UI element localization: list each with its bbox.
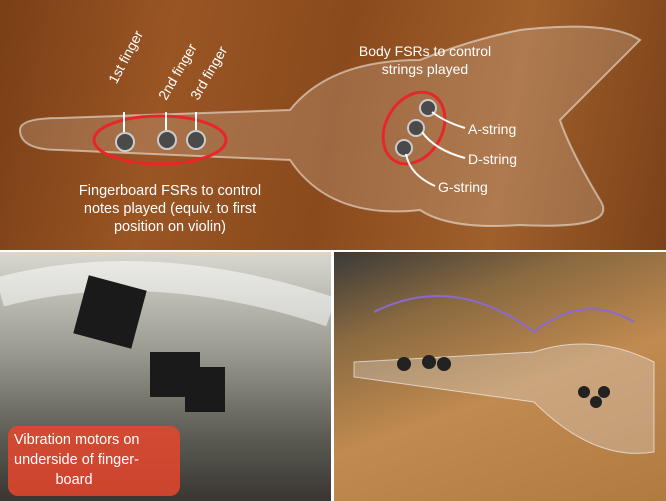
fingerboard-label-line: Fingerboard FSRs to control xyxy=(78,183,262,199)
fingerboard-fsr-highlight xyxy=(92,114,228,166)
motors-label-line: Vibration motors on xyxy=(14,432,140,448)
fingerboard-fsr-label: Fingerboard FSRs to control notes played… xyxy=(50,182,290,236)
body-fsr-highlight xyxy=(381,90,447,166)
d-string-label: D-string xyxy=(468,151,518,167)
fingerboard-label-line: position on violin) xyxy=(113,219,227,235)
vibration-motors-label: Vibration motors on underside of finger-… xyxy=(8,426,180,496)
floor-sketch xyxy=(353,295,655,454)
motors-sketch xyxy=(0,261,331,412)
violin-prototype-photo: Body FSRs to control strings played 1st … xyxy=(0,0,666,250)
body-fsr-label: Body FSRs to control strings played xyxy=(335,42,515,78)
body-label-line: Body FSRs to control xyxy=(358,43,492,59)
fingerboard-label-line: notes played (equiv. to first xyxy=(83,201,257,217)
a-string-label: A-string xyxy=(468,121,517,137)
g-string-label: G-string xyxy=(438,179,488,195)
motors-label-line: underside of finger- xyxy=(14,452,139,468)
body-label-line: strings played xyxy=(381,61,469,77)
prototype-on-floor-photo xyxy=(334,252,666,501)
motors-label-line: board xyxy=(55,472,93,488)
violin-outline xyxy=(18,25,642,227)
